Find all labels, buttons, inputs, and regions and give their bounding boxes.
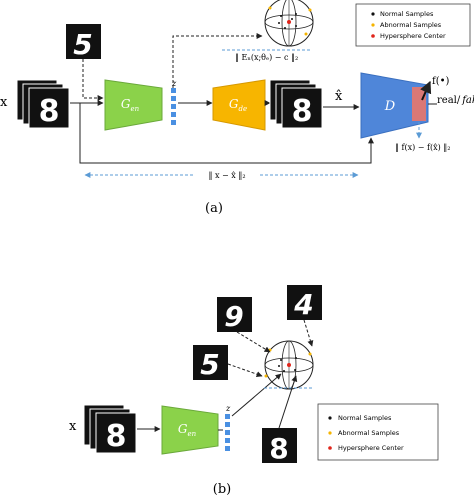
digit-8-arrow	[278, 375, 298, 429]
anomaly-digit: 5	[73, 28, 92, 61]
digit-9: 9	[224, 300, 243, 333]
caption-a: (a)	[205, 201, 223, 216]
anomaly-sample-image: 5	[66, 24, 101, 61]
feature-label: f(•)	[432, 76, 450, 87]
digit-9-arrow	[236, 331, 271, 353]
anomaly-image-5: 5	[193, 345, 228, 381]
anomaly-image-9: 9	[217, 297, 252, 333]
recon-loss-label: ‖ x − x̂ ‖₂	[208, 171, 245, 180]
legend-b: Normal Samples Abnormal Samples Hypersph…	[317, 403, 439, 461]
legend-a-abnormal-label: Abnormal Samples	[380, 21, 442, 29]
hypersphere	[264, 0, 314, 47]
legend-a-normal-dot	[371, 12, 375, 16]
latent-to-hypersphere-arrow	[172, 33, 263, 88]
input-digit: 8	[39, 94, 60, 129]
anomaly-image-4: 4	[287, 285, 322, 321]
legend-b-normal-label: Normal Samples	[338, 414, 392, 422]
input-image-stack: 8	[16, 79, 70, 129]
encoder-block-b	[161, 405, 219, 455]
latent-label: z	[171, 79, 177, 88]
skip-connection-line	[79, 103, 374, 164]
latent-vector	[171, 88, 176, 125]
legend-b-abnormal-dot	[328, 431, 332, 435]
decoder-block	[212, 79, 266, 131]
recon-digit: 8	[292, 94, 313, 129]
latent-vector-b	[225, 414, 230, 451]
hypersphere-b-center-dot	[287, 363, 291, 367]
encoder-label-b: Gen	[178, 422, 197, 438]
digit-5: 5	[200, 348, 219, 381]
legend-a-normal-label: Normal Samples	[380, 10, 434, 18]
panel-b: 8 x Gen z	[69, 285, 439, 497]
anomaly-arrow	[82, 59, 104, 101]
hypersphere-center-dot	[287, 20, 291, 24]
legend-b-abnormal-label: Abnormal Samples	[338, 429, 400, 437]
input-label-b: x	[69, 419, 77, 434]
legend-a-center-label: Hypersphere Center	[380, 32, 446, 40]
input-label: x	[0, 95, 8, 110]
legend-a: Normal Samples Abnormal Samples Hypersph…	[355, 3, 471, 47]
digit-8: 8	[269, 432, 288, 465]
decoder-label: Gde	[229, 97, 247, 113]
discriminator-label: D	[384, 99, 396, 114]
discriminator-block	[360, 72, 429, 139]
legend-b-center-dot	[328, 446, 332, 450]
digit-4-arrow	[303, 319, 314, 347]
encoder-block	[104, 79, 163, 131]
normal-image-8: 8	[262, 428, 297, 465]
latent-to-hypersphere-arrow-b	[231, 373, 282, 417]
digit-5-arrow	[227, 363, 263, 378]
digit-4: 4	[293, 288, 313, 321]
reconstruction-image-stack: 8	[269, 79, 323, 129]
hypersphere-loss-label: ‖ Eₙ(x;θₑ) − c ‖₂	[235, 53, 298, 62]
legend-a-center-dot	[371, 34, 375, 38]
output-label: real/fake	[437, 95, 474, 106]
encoder-label: Gen	[121, 97, 140, 113]
feature-layer-band	[412, 87, 426, 121]
recon-label: x̂	[335, 89, 343, 104]
input-image-stack-b: 8	[83, 404, 137, 454]
hypersphere-b	[264, 340, 314, 390]
panel-a: 8 x 5 Gen z Gde	[0, 0, 474, 216]
caption-b: (b)	[213, 482, 231, 497]
feature-loss-label: ‖ f(x) − f(x̂) ‖₂	[395, 143, 451, 152]
feature-arrow	[420, 80, 432, 101]
latent-label-b: z	[225, 404, 231, 413]
legend-a-abnormal-dot	[371, 23, 375, 27]
legend-b-normal-dot	[328, 416, 332, 420]
input-digit-b: 8	[106, 419, 127, 454]
legend-b-center-label: Hypersphere Center	[338, 444, 404, 452]
